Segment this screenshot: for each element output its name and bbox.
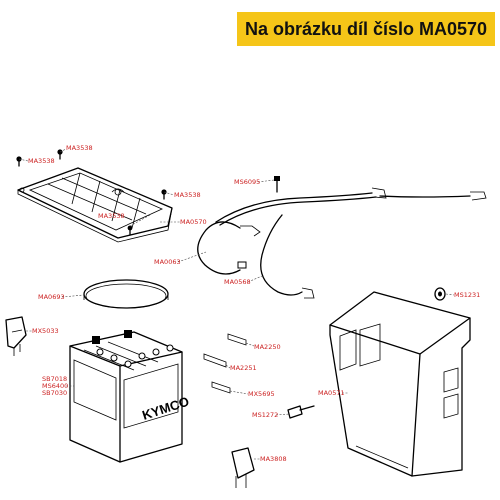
part-label-mx5033: MX5033 [32, 327, 59, 335]
part-label-ma0063: MA0063 [154, 258, 181, 266]
fuse-holder-mx5033-drawing [5, 316, 27, 356]
part-label-ms6095: MS6095 [234, 178, 260, 186]
part-labels: MA3538 MA3538 MA3538 MA3538 MA0570 MS609… [28, 144, 480, 463]
part-label-ma0571: MA0571 [318, 389, 345, 397]
part-label-ms1272: MS1272 [252, 411, 278, 419]
part-label-ma2250: MA2250 [254, 343, 281, 351]
header-banner: Na obrázku díl číslo MA0570 [237, 12, 495, 46]
part-label-sb7018: SB7018 [42, 375, 67, 383]
part-label-ms1231: MS1231 [454, 291, 480, 299]
connector-ma3808-drawing [231, 447, 255, 488]
cable-ma0568-drawing [215, 187, 487, 299]
bolt-ms6095-drawing [274, 176, 280, 193]
battery-brand: KYMCO [140, 394, 191, 423]
header-title: Na obrázku díl číslo MA0570 [244, 18, 488, 39]
leader-lines [18, 148, 455, 460]
fuses-drawing [203, 333, 247, 394]
bolt-ms1272-drawing [287, 405, 315, 419]
battery-box-drawing [329, 291, 471, 477]
part-label-ma3538: MA3538 [66, 144, 93, 152]
nut-ms1231-drawing [434, 287, 446, 301]
part-label-ma2251: MA2251 [230, 364, 257, 372]
part-label-mx5695: MX5695 [248, 390, 275, 398]
part-label-ma3538: MA3538 [28, 157, 55, 165]
cable-ma0063-drawing [197, 221, 261, 275]
battery-cover-drawing [17, 167, 173, 243]
part-label-ma3808: MA3808 [260, 455, 287, 463]
part-label-ma0570: MA0570 [180, 218, 207, 226]
part-label-ma3538: MA3538 [98, 212, 125, 220]
part-label-sb7030: SB7030 [42, 389, 67, 397]
strap-ma0693-drawing [83, 279, 169, 309]
part-label-ms6400: MS6400 [42, 382, 68, 390]
battery-drawing: KYMCO [69, 330, 191, 463]
part-label-ma0568: MA0568 [224, 278, 251, 286]
part-label-ma3538: MA3538 [174, 191, 201, 199]
part-label-ma0693: MA0693 [38, 293, 65, 301]
